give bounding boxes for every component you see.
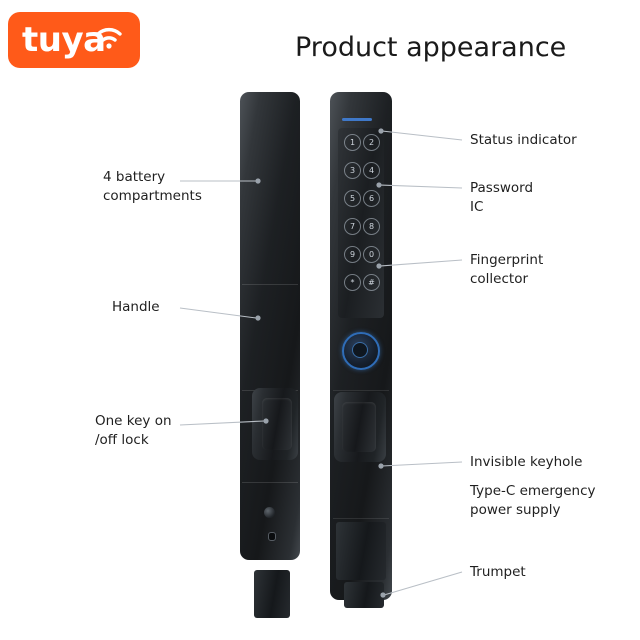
label-one-key-onoff: One key on /off lock <box>95 413 172 448</box>
password-keypad[interactable]: 1 2 3 4 5 6 7 8 9 0 * # <box>338 128 384 318</box>
back-seam-3 <box>242 482 298 483</box>
lock-back-body <box>240 92 300 560</box>
wifi-icon <box>96 27 122 49</box>
lock-back-view <box>240 92 300 618</box>
lock-front-view: 1 2 3 4 5 6 7 8 9 0 * # <box>330 92 392 608</box>
key-0[interactable]: 0 <box>363 246 380 263</box>
key-1[interactable]: 1 <box>344 134 361 151</box>
front-seam-2 <box>333 518 389 519</box>
front-seam-1 <box>333 390 389 391</box>
key-9[interactable]: 9 <box>344 246 361 263</box>
back-handle-inner <box>262 398 292 450</box>
status-indicator <box>342 118 372 121</box>
key-star[interactable]: * <box>344 274 361 291</box>
one-key-onoff-button[interactable] <box>264 507 275 518</box>
key-hash[interactable]: # <box>363 274 380 291</box>
key-5[interactable]: 5 <box>344 190 361 207</box>
label-invisible-keyhole: Invisible keyhole <box>470 454 583 470</box>
label-typec-power: Type-C emergency power supply <box>470 483 596 518</box>
invisible-keyhole-panel <box>336 522 386 580</box>
label-password-ic: Password IC <box>470 180 534 215</box>
key-7[interactable]: 7 <box>344 218 361 235</box>
back-lower-panel <box>254 570 290 618</box>
tuya-logo: tuya <box>8 12 140 68</box>
back-keyhole <box>268 532 276 541</box>
key-4[interactable]: 4 <box>363 162 380 179</box>
fingerprint-collector[interactable] <box>342 332 380 370</box>
trumpet-speaker <box>344 582 384 608</box>
front-handle-inner <box>342 402 376 452</box>
key-2[interactable]: 2 <box>363 134 380 151</box>
back-seam-1 <box>242 284 298 285</box>
key-6[interactable]: 6 <box>363 190 380 207</box>
label-fingerprint-collector: Fingerprint collector <box>470 252 544 287</box>
key-8[interactable]: 8 <box>363 218 380 235</box>
fingerprint-inner-ring <box>352 342 368 358</box>
label-handle: Handle <box>112 299 160 315</box>
key-3[interactable]: 3 <box>344 162 361 179</box>
label-trumpet: Trumpet <box>470 564 526 580</box>
logo-wordmark: tuya <box>22 20 106 60</box>
page-title: Product appearance <box>295 32 567 63</box>
label-status-indicator: Status indicator <box>470 132 577 148</box>
label-battery-compartments: 4 battery compartments <box>103 169 202 204</box>
